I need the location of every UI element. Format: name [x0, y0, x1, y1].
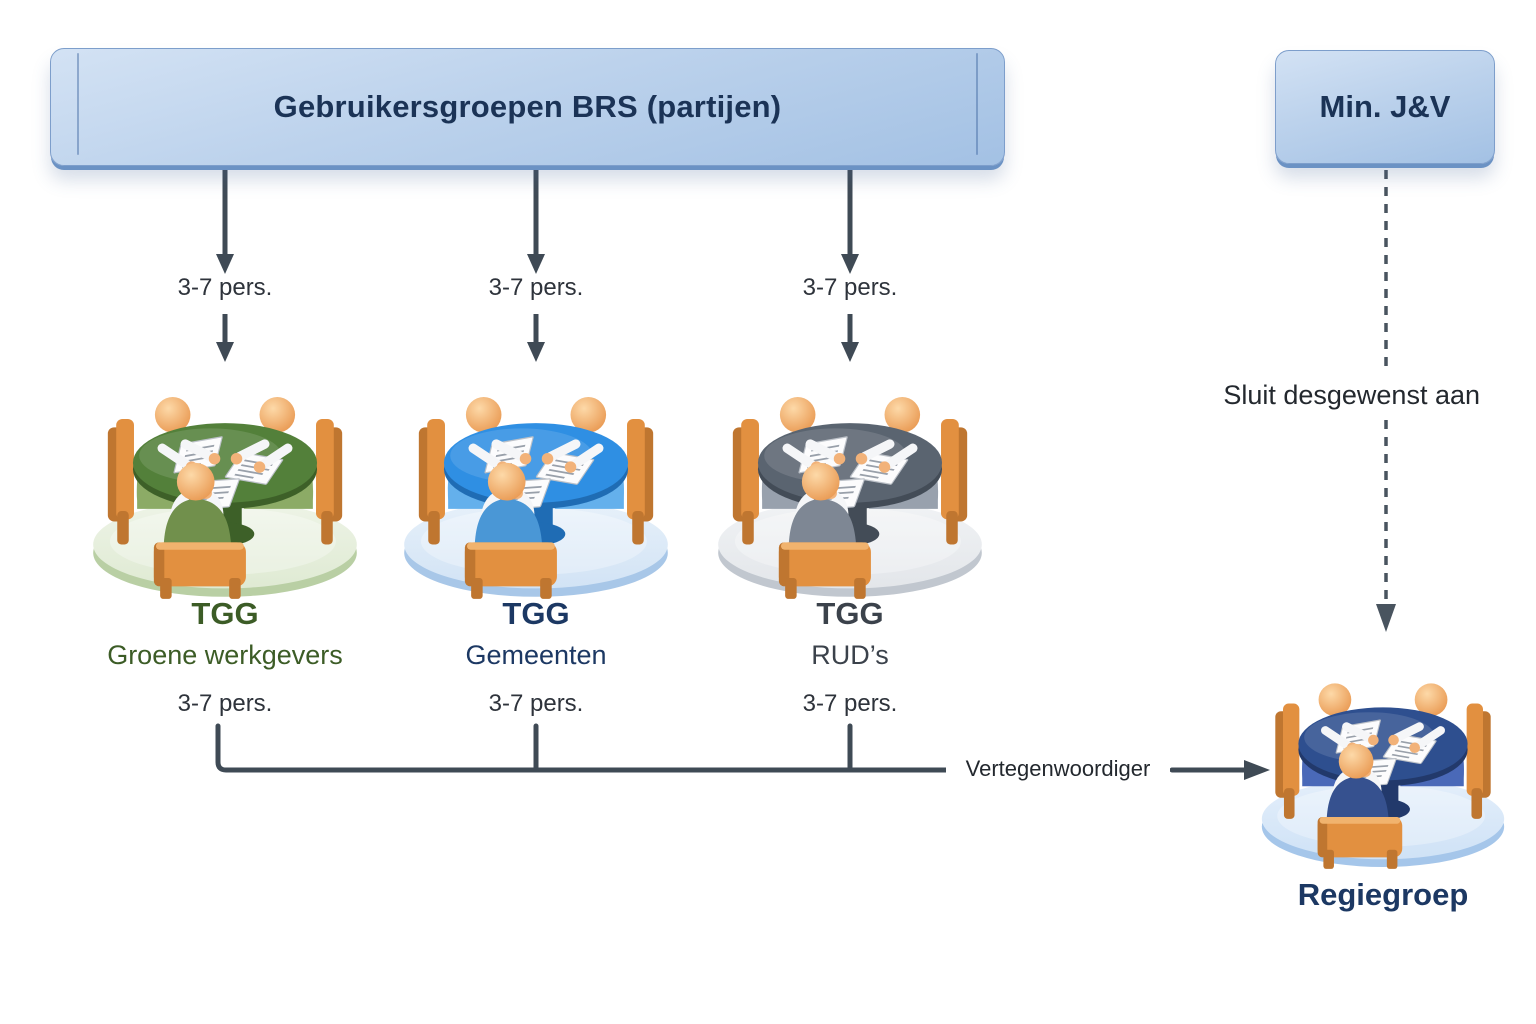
group-title: TGG: [191, 596, 259, 631]
persons-count-top: 3-7 pers.: [802, 274, 898, 301]
regiegroep-icon: [1258, 642, 1508, 871]
bracket-join-line: [215, 723, 949, 773]
persons-count-bottom: 3-7 pers.: [802, 690, 898, 717]
persons-count-top: 3-7 pers.: [488, 274, 584, 301]
group-title: TGG: [502, 596, 570, 631]
join-note-label: Sluit desgewenst aan: [1150, 380, 1480, 411]
persons-count-bottom: 3-7 pers.: [177, 690, 273, 717]
persons-count-top: 3-7 pers.: [177, 274, 273, 301]
group-title: TGG: [816, 596, 884, 631]
regiegroep-label: Regiegroep: [1297, 877, 1469, 912]
tgg-ruds-icon: [714, 352, 986, 602]
persons-count-bottom: 3-7 pers.: [488, 690, 584, 717]
banner-title: Gebruikersgroepen BRS (partijen): [273, 89, 782, 124]
group-subtitle: RUD’s: [811, 640, 889, 670]
ministry-label: Min. J&V: [1319, 89, 1451, 124]
tgg-gemeenten-icon: [400, 352, 672, 602]
users-groups-banner: Gebruikersgroepen BRS (partijen): [50, 48, 1005, 166]
tgg-groene-werkgevers-icon: [89, 352, 361, 602]
representative-label: Vertegenwoordiger: [946, 756, 1170, 782]
group-subtitle: Gemeenten: [465, 640, 607, 670]
banner-left-accent: [77, 53, 79, 155]
regiegroep-group: Regiegroep: [1258, 642, 1508, 913]
ministry-box: Min. J&V: [1275, 50, 1495, 164]
banner-right-accent: [976, 53, 978, 155]
group-subtitle: Groene werkgevers: [107, 640, 343, 670]
